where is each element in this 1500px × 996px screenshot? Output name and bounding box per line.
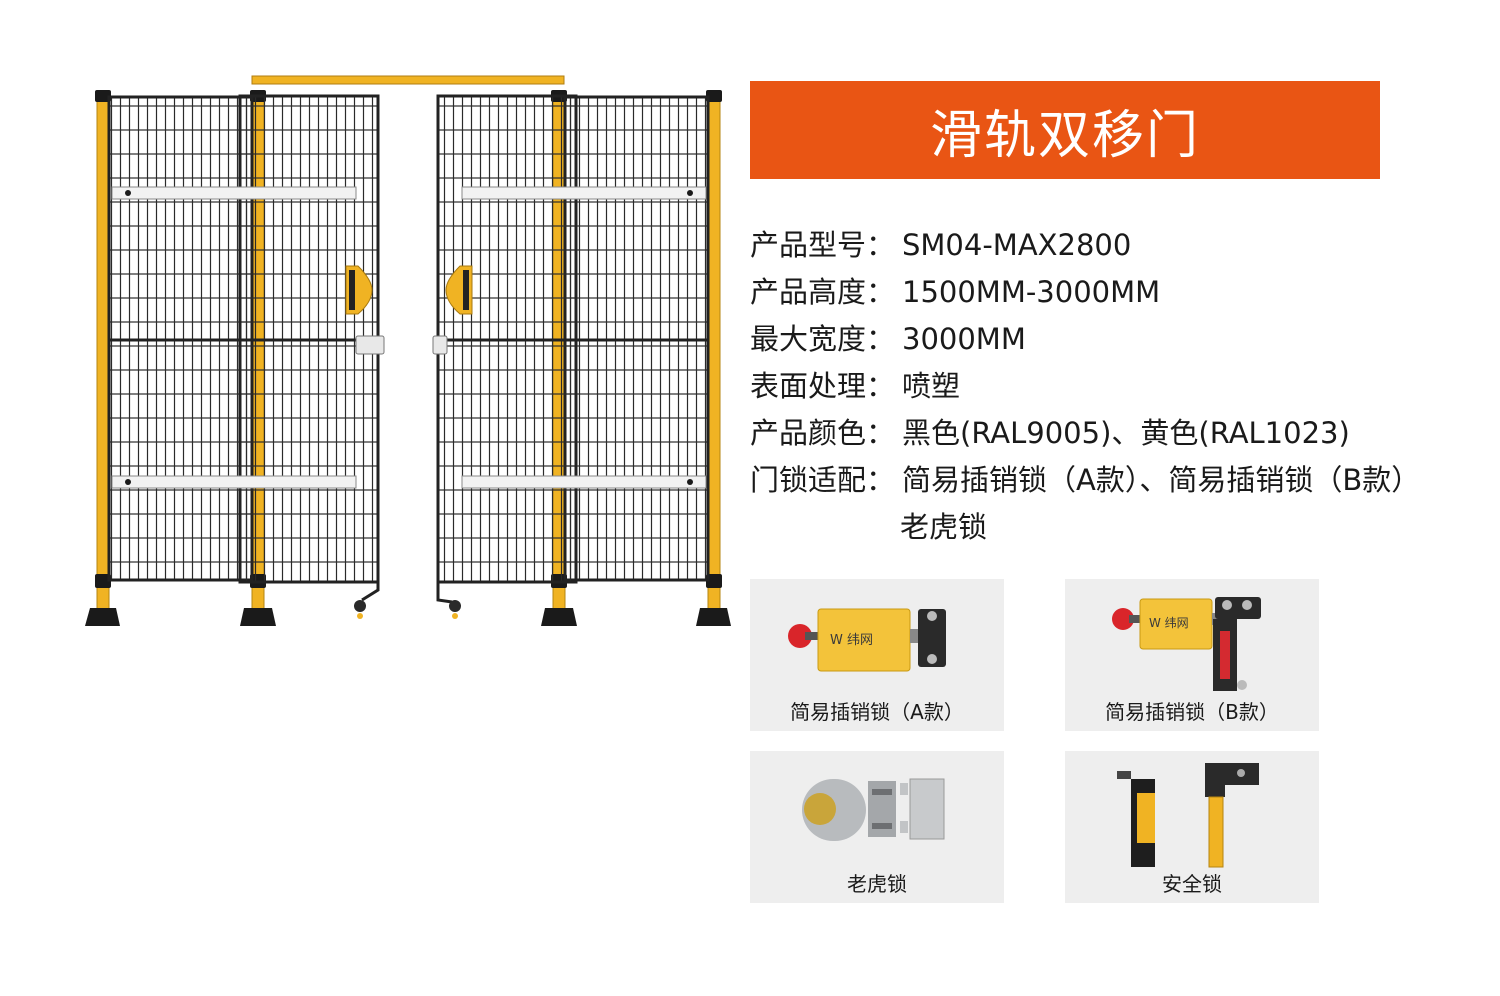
lock-card-bolt-a: W 纬网 简易插销锁（A款） — [750, 579, 1004, 731]
lock-card-safety: 安全锁 — [1065, 751, 1319, 903]
feet — [85, 588, 731, 626]
lock-caption: 安全锁 — [1162, 872, 1222, 896]
sliding-tracks — [111, 186, 707, 489]
spec-label: 产品型号： — [750, 228, 896, 262]
spec-value: 简易插销锁（A款）、简易插销锁（B款） — [902, 463, 1421, 497]
spec-row-lock: 门锁适配： 简易插销锁（A款）、简易插销锁（B款） — [750, 457, 1490, 504]
spec-label: 产品高度： — [750, 275, 896, 309]
safety-lock-icon — [1117, 763, 1259, 868]
spec-value: 喷塑 — [902, 369, 961, 403]
lock-caption: 简易插销锁（B款） — [1105, 700, 1279, 724]
spec-label: 门锁适配： — [750, 463, 896, 497]
spec-row-height: 产品高度： 1500MM-3000MM — [750, 269, 1490, 316]
spec-label: 表面处理： — [750, 369, 896, 403]
lock-card-tiger: 老虎锁 — [750, 751, 1004, 903]
spec-label: 产品颜色： — [750, 416, 896, 450]
spec-value: SM04-MAX2800 — [902, 228, 1132, 262]
door-handles — [345, 265, 473, 315]
spec-row-width: 最大宽度： 3000MM — [750, 316, 1490, 363]
spec-row-surface: 表面处理： 喷塑 — [750, 363, 1490, 410]
spec-lock-extra: 老虎锁 — [900, 510, 988, 544]
product-title-banner: 滑轨双移门 — [750, 81, 1380, 179]
bolt-lock-b-icon: W 纬网 — [1112, 597, 1261, 691]
svg-text:W 纬网: W 纬网 — [830, 633, 873, 648]
lock-card-bolt-b: W 纬网 简易插销锁（B款） — [1065, 579, 1319, 731]
top-rail — [251, 75, 565, 85]
lock-caption: 老虎锁 — [847, 872, 907, 896]
sliding-double-door-illustration — [85, 75, 731, 626]
spec-value: 1500MM-3000MM — [902, 275, 1161, 309]
product-title: 滑轨双移门 — [929, 105, 1200, 166]
bolt-lock-a-icon: W 纬网 — [788, 608, 946, 672]
spec-row-model: 产品型号： SM04-MAX2800 — [750, 222, 1490, 269]
spec-value: 3000MM — [902, 322, 1026, 356]
spec-list: 产品型号： SM04-MAX2800 产品高度： 1500MM-3000MM 最… — [750, 222, 1490, 551]
spec-row-color: 产品颜色： 黑色(RAL9005)、黄色(RAL1023) — [750, 410, 1490, 457]
tiger-lock-icon — [802, 778, 945, 841]
spec-label: 最大宽度： — [750, 322, 896, 356]
svg-text:W 纬网: W 纬网 — [1149, 616, 1189, 630]
lock-caption: 简易插销锁（A款） — [790, 700, 964, 724]
spec-value: 黑色(RAL9005)、黄色(RAL1023) — [902, 416, 1350, 450]
